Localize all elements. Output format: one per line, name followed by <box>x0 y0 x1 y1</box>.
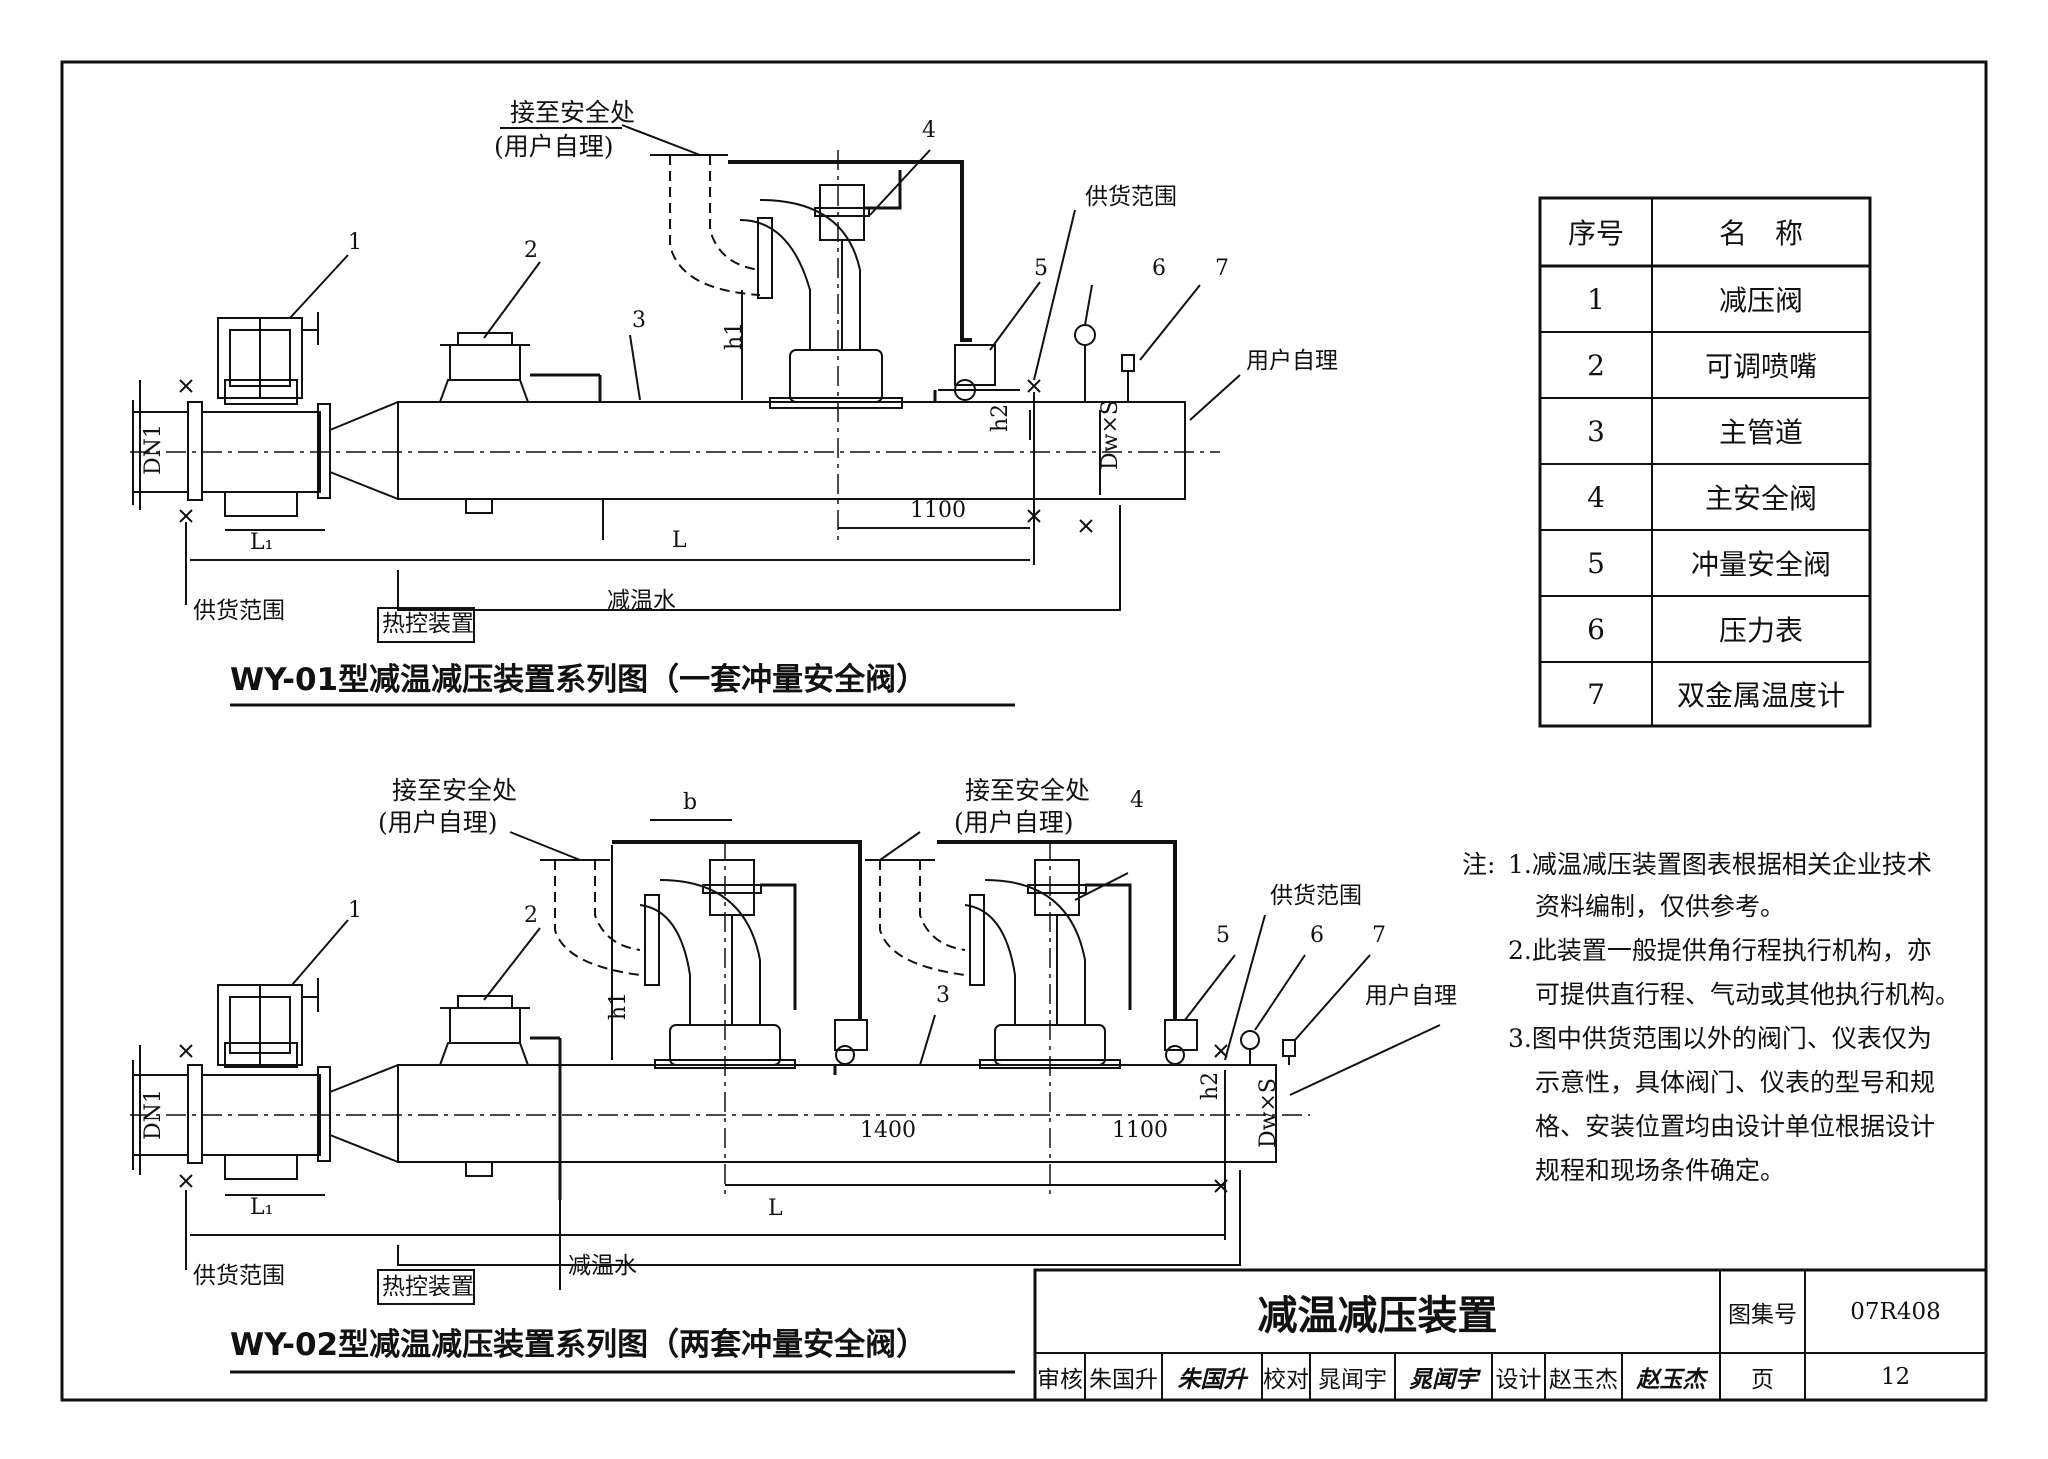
top-safety-outlet-note: (用户自理) <box>494 132 614 161</box>
bottom-callout-2: 2 <box>524 903 538 928</box>
bottom-thermal-control: 热控装置 <box>382 1274 474 1300</box>
bottom-user-handled: 用户自理 <box>1365 983 1457 1009</box>
bottom-dim-l1: L₁ <box>250 1195 274 1220</box>
title-block-lines <box>1033 1268 1988 1402</box>
bottom-callout-4: 4 <box>1130 788 1144 813</box>
bottom-safety-outlet-label-a: 接至安全处 <box>392 776 518 805</box>
atlas-label: 图集号 <box>1728 1301 1797 1328</box>
bottom-desuperheat-water: 减温水 <box>568 1253 637 1279</box>
legend-row-name: 主管道 <box>1718 416 1803 449</box>
legend-row-no: 7 <box>1587 677 1605 711</box>
bottom-supply-scope-left: 供货范围 <box>193 1263 285 1289</box>
bottom-dim-l: L <box>768 1196 783 1221</box>
note-line: 格、安装位置均由设计单位根据设计 <box>1535 1112 1936 1141</box>
bottom-dim-h1: h1 <box>606 991 631 1020</box>
top-callout-1: 1 <box>348 230 362 255</box>
note-line: 资料编制，仅供参考。 <box>1535 892 1786 921</box>
page-label: 页 <box>1751 1366 1774 1393</box>
top-desuperheat-water: 减温水 <box>607 588 676 614</box>
note-line: 3.图中供货范围以外的阀门、仪表仅为 <box>1508 1024 1932 1053</box>
legend-row-name: 可调喷嘴 <box>1704 350 1817 383</box>
notes-prefix: 注: <box>1462 850 1496 879</box>
top-dim-l: L <box>672 528 687 553</box>
checker-signature: 晁闻宇 <box>1409 1365 1478 1393</box>
top-callout-5: 5 <box>1034 256 1048 281</box>
top-diagram-caption: WY-01型减温减压装置系列图（一套冲量安全阀） <box>230 662 928 698</box>
top-main-pipe <box>397 401 1186 500</box>
atlas-number: 07R408 <box>1850 1298 1941 1325</box>
top-dim-h1: h1 <box>722 321 747 350</box>
check-label: 校对 <box>1263 1366 1309 1393</box>
bottom-callout-6: 6 <box>1310 923 1324 948</box>
drawing-title: 减温减压装置 <box>1257 1292 1498 1339</box>
review-label: 审核 <box>1037 1366 1083 1393</box>
top-dim-h2: h2 <box>988 403 1013 432</box>
top-dim-dws: Dw×S <box>1098 400 1123 470</box>
bottom-safety-outlet-note-a: (用户自理) <box>378 808 498 837</box>
top-dim-1100: 1100 <box>910 498 966 523</box>
legend-row-no: 2 <box>1587 348 1605 382</box>
page-number: 12 <box>1880 1363 1911 1390</box>
legend-table-lines <box>1538 196 1872 728</box>
note-line: 1.减温减压装置图表根据相关企业技术 <box>1508 850 1932 879</box>
top-safety-outlet-label: 接至安全处 <box>510 98 636 127</box>
legend-header-no: 序号 <box>1567 217 1624 250</box>
top-supply-scope-left: 供货范围 <box>193 598 285 624</box>
top-dim-dn1: DN1 <box>141 424 166 475</box>
bottom-diagram-lines <box>130 819 1441 1374</box>
bottom-dim-b: b <box>683 790 698 815</box>
designer-name: 赵玉杰 <box>1549 1366 1618 1393</box>
top-callout-7: 7 <box>1215 256 1229 281</box>
legend-row-no: 4 <box>1587 480 1605 514</box>
designer-signature: 赵玉杰 <box>1636 1365 1706 1393</box>
note-line: 可提供直行程、气动或其他执行机构。 <box>1535 980 1961 1009</box>
legend-row-name: 压力表 <box>1718 614 1803 647</box>
sheet-border <box>60 60 1988 1402</box>
top-dim-l1: L₁ <box>250 530 274 555</box>
bottom-callout-5: 5 <box>1216 923 1230 948</box>
bottom-callout-1: 1 <box>348 898 362 923</box>
top-callout-3: 3 <box>632 308 646 333</box>
bottom-dim-dws: Dw×S <box>1256 1078 1281 1148</box>
legend-row-name: 双金属温度计 <box>1676 679 1845 712</box>
top-user-handled: 用户自理 <box>1246 348 1338 374</box>
bottom-dim-dn1: DN1 <box>141 1089 166 1140</box>
bottom-main-pipe <box>397 1064 1277 1163</box>
bottom-safety-outlet-note-b: (用户自理) <box>954 808 1074 837</box>
bottom-dim-1400: 1400 <box>860 1118 916 1143</box>
legend-row-name: 减压阀 <box>1718 284 1803 317</box>
note-line: 规程和现场条件确定。 <box>1535 1156 1786 1185</box>
note-line: 示意性，具体阀门、仪表的型号和规 <box>1535 1068 1936 1097</box>
top-diagram-lines <box>130 124 1241 707</box>
legend-header-name: 名 称 <box>1718 217 1803 250</box>
top-callout-4: 4 <box>922 118 936 143</box>
bottom-safety-outlet-label-b: 接至安全处 <box>965 776 1091 805</box>
legend-row-no: 1 <box>1587 282 1605 316</box>
checker-name: 晁闻宇 <box>1318 1366 1387 1393</box>
legend-row-name: 冲量安全阀 <box>1690 548 1831 581</box>
bottom-dim-h2: h2 <box>1198 1071 1223 1100</box>
reviewer-signature: 朱国升 <box>1177 1365 1247 1393</box>
legend-row-no: 5 <box>1587 546 1605 580</box>
bottom-callout-3: 3 <box>936 983 950 1008</box>
legend-row-no: 6 <box>1587 612 1605 646</box>
top-supply-scope-right: 供货范围 <box>1085 184 1177 210</box>
legend-row-name: 主安全阀 <box>1704 482 1817 515</box>
top-callout-2: 2 <box>524 238 538 263</box>
legend-row-no: 3 <box>1587 414 1605 448</box>
bottom-diagram-caption: WY-02型减温减压装置系列图（两套冲量安全阀） <box>230 1327 928 1363</box>
design-label: 设计 <box>1495 1366 1542 1393</box>
top-callout-6: 6 <box>1152 256 1166 281</box>
bottom-supply-scope-right: 供货范围 <box>1270 883 1362 909</box>
bottom-callout-7: 7 <box>1372 923 1386 948</box>
reviewer-name: 朱国升 <box>1089 1366 1158 1393</box>
bottom-dim-1100: 1100 <box>1112 1118 1168 1143</box>
note-line: 2.此装置一般提供角行程执行机构，亦 <box>1508 936 1932 965</box>
top-thermal-control: 热控装置 <box>382 611 474 637</box>
